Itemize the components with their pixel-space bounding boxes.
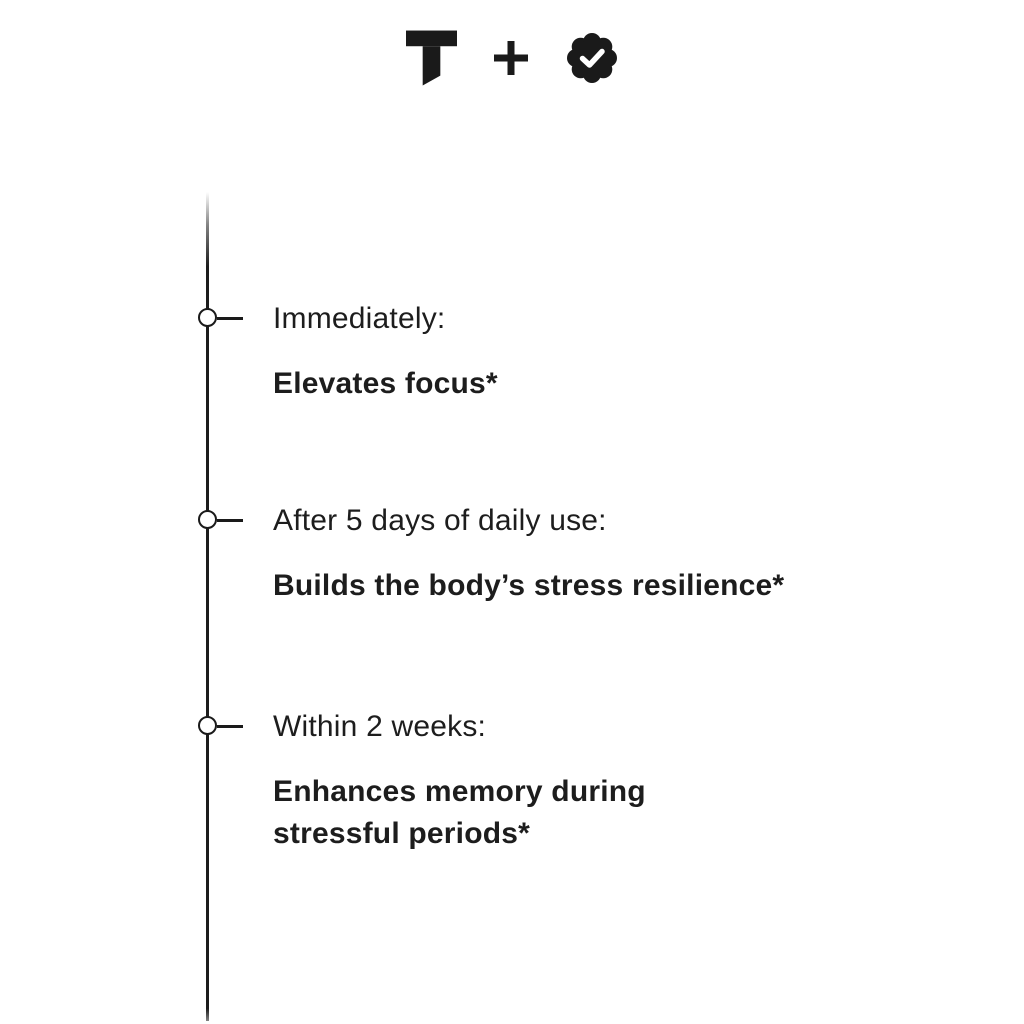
milestone: Within 2 weeks: Enhances memory during s… bbox=[273, 708, 913, 855]
milestone-benefit: Enhances memory during stressful periods… bbox=[273, 775, 646, 850]
timeline-line bbox=[206, 192, 209, 1021]
milestone-tick bbox=[217, 724, 243, 728]
milestone-marker bbox=[197, 716, 217, 735]
brand-t-logo bbox=[405, 30, 457, 86]
verified-badge-icon bbox=[565, 31, 619, 85]
milestone-benefit: Elevates focus* bbox=[273, 367, 498, 400]
milestone-marker bbox=[197, 510, 217, 529]
milestone-label: Within 2 weeks: bbox=[273, 710, 487, 743]
milestone-marker bbox=[197, 308, 217, 327]
milestone-tick bbox=[217, 518, 243, 522]
milestone: After 5 days of daily use: Builds the bo… bbox=[273, 502, 913, 607]
milestone-tick bbox=[217, 316, 243, 320]
milestone-label: After 5 days of daily use: bbox=[273, 504, 607, 537]
milestone-label: Immediately: bbox=[273, 302, 446, 335]
milestone-benefit: Builds the body’s stress resilience* bbox=[273, 569, 785, 602]
plus-icon bbox=[493, 41, 528, 75]
milestone: Immediately: Elevates focus* bbox=[273, 300, 913, 405]
header bbox=[0, 30, 1024, 86]
